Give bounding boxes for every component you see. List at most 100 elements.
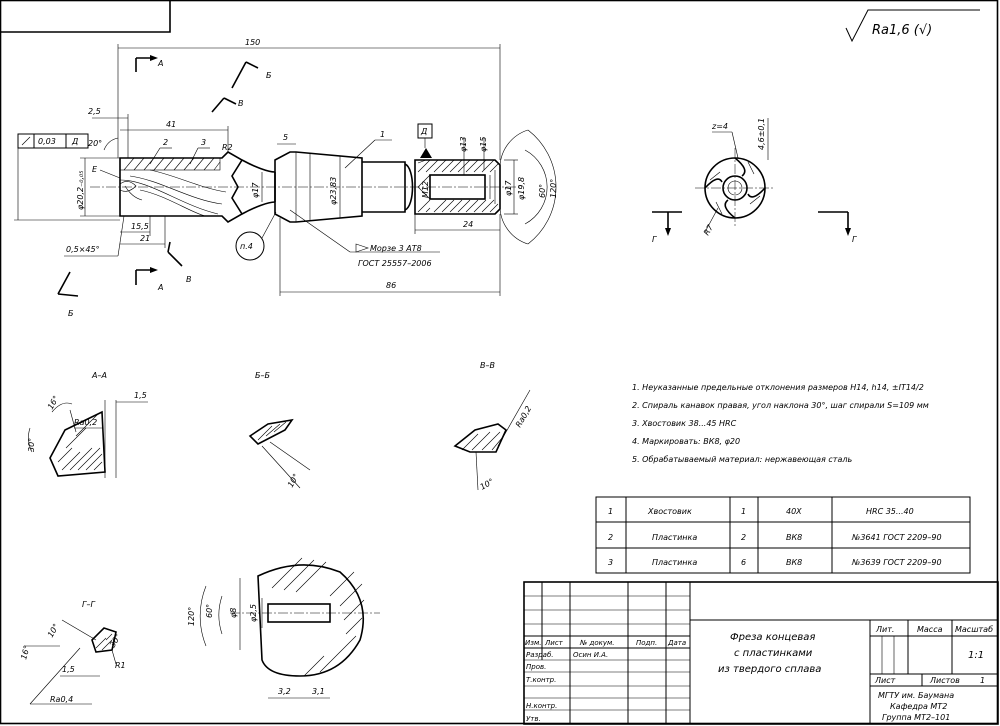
note-3: 3. Хвостовик 38...45 HRC <box>632 419 737 428</box>
aa-dim-1-5: 1,5 <box>134 391 147 400</box>
dim-phi20-2: φ20,2₋₀,₀₅ <box>76 171 85 210</box>
note-5: 5. Обрабатываемый материал: нержавеющая … <box>632 455 852 464</box>
base-d-label: Д <box>420 127 427 136</box>
tb-org3: Группа МТ2–101 <box>882 713 950 722</box>
cut-b-top: Б <box>266 71 272 80</box>
note-1: 1. Неуказанные предельные отклонения раз… <box>632 383 924 392</box>
gg-dim-30: 30° <box>108 632 123 649</box>
aa-dim-30: 30° <box>27 438 36 452</box>
section-bb-title: Б–Б <box>255 371 270 380</box>
cut-g-left: Г <box>652 235 657 244</box>
dim-5: 5 <box>283 133 288 142</box>
vv-dim-10: 10° <box>479 477 496 492</box>
cut-markers: А А Б Б В В <box>57 55 272 318</box>
roughness-symbol: Ra1,6 (√) <box>845 9 980 43</box>
dim-21: 21 <box>140 234 150 243</box>
cut-v-bottom: В <box>186 275 192 284</box>
parts-row2-name: Пластинка <box>652 533 697 542</box>
morse-label: Морзе 3 АТ8 <box>370 244 422 253</box>
detail-dim-60: 60° <box>205 604 214 618</box>
pos-2: 2 <box>163 138 168 147</box>
end-view: Г Г z=4 4,6±0,1 R7 <box>652 118 857 244</box>
parts-row1-name: Хвостовик <box>647 507 692 516</box>
tb-org1: МГТУ им. Баумана <box>878 691 954 700</box>
tb-razrab: Разраб. <box>526 651 554 659</box>
parts-row3-pos: 3 <box>608 558 613 567</box>
detail-dim-120: 120° <box>187 607 196 626</box>
tolerance-base: Д <box>71 137 78 146</box>
section-vv: В–В Ra0,2 10° <box>453 361 533 492</box>
base-e-label: Е <box>92 165 98 174</box>
tb-list-lbl: Лист <box>874 676 896 685</box>
section-gg-title: Г–Г <box>82 600 95 609</box>
tb-hdr-list: Лист <box>544 639 564 647</box>
parts-row1-note: HRC 35...40 <box>866 507 914 516</box>
tb-masshtab: Масштаб <box>955 625 993 634</box>
tb-razrab-name: Осин И.А. <box>573 651 608 659</box>
title-block: Изм. Лист № докум. Подп. Дата Разраб. Ос… <box>523 581 999 725</box>
cut-b-bottom: Б <box>68 309 74 318</box>
tb-tkontr: Т.контр. <box>526 676 556 684</box>
aa-ra: Ra0,2 <box>74 418 97 427</box>
parts-row1-qty: 1 <box>741 507 746 516</box>
dim-phi17-right: φ17 <box>504 180 513 196</box>
morse-gost: ГОСТ 25557–2006 <box>358 259 432 268</box>
vv-ra: Ra0,2 <box>514 404 533 429</box>
section-aa-title: А–А <box>91 371 107 380</box>
dim-150: 150 <box>245 38 260 47</box>
dim-phi15: φ15 <box>479 137 488 152</box>
tb-prov: Пров. <box>526 663 546 671</box>
main-view: Д 150 41 2,5 20° 5 R2 φ20,2₋₀,₀₅ Е φ17 <box>14 38 558 318</box>
cut-v-top: В <box>238 99 244 108</box>
tb-hdr-doc: № докум. <box>579 639 615 647</box>
parts-row1-material: 40Х <box>786 507 802 516</box>
tb-name-line1: Фреза концевая <box>730 632 815 643</box>
parts-row2-note: №3641 ГОСТ 2209–90 <box>851 533 942 542</box>
tb-hdr-izm: Изм. <box>525 639 541 647</box>
gg-r1: R1 <box>115 661 126 670</box>
parts-row3-note: №3639 ГОСТ 2209–90 <box>851 558 942 567</box>
roughness-text: Ra1,6 (√) <box>872 23 932 38</box>
detail-view: 120° 60° φ8 φ2,5 3,2 3,1 <box>187 557 380 699</box>
parts-row2-qty: 2 <box>741 533 746 542</box>
callout-p4: п.4 <box>240 242 253 251</box>
technical-notes: 1. Неуказанные предельные отклонения раз… <box>632 383 929 464</box>
dim-2-5: 2,5 <box>88 107 101 116</box>
parts-row1-pos: 1 <box>608 507 613 516</box>
dim-r2: R2 <box>222 143 233 152</box>
parts-row2-material: ВК8 <box>786 533 802 542</box>
dim-phi17: φ17 <box>251 182 260 198</box>
gg-dim-16: 16° <box>19 644 31 660</box>
dim-phi23-83: φ23,83 <box>329 177 338 205</box>
parts-row3-name: Пластинка <box>652 558 697 567</box>
note-4: 4. Маркировать: ВК8, φ20 <box>632 437 740 446</box>
section-vv-title: В–В <box>480 361 495 370</box>
dim-4-6: 4,6±0,1 <box>757 118 766 150</box>
aa-dim-16: 16° <box>46 394 61 411</box>
dim-15-5: 15,5 <box>131 222 149 231</box>
tb-lit: Лит. <box>875 625 894 634</box>
dim-phi19-8: φ19,8 <box>517 177 526 200</box>
section-gg: Г–Г 10° 16° 30° 1,5 R1 Ra0,4 <box>19 600 126 705</box>
tb-name-line2: с пластинками <box>734 648 813 659</box>
dim-86: 86 <box>386 281 396 290</box>
dim-24: 24 <box>463 220 473 229</box>
dim-r7: R7 <box>702 222 716 237</box>
tb-scale: 1:1 <box>968 650 984 661</box>
cut-a-bottom: А <box>157 283 163 292</box>
parts-row3-qty: 6 <box>741 558 746 567</box>
parts-row3-material: ВК8 <box>786 558 802 567</box>
tb-hdr-data: Дата <box>667 639 686 647</box>
tb-org2: Кафедра МТ2 <box>890 702 947 711</box>
dim-41: 41 <box>166 120 176 129</box>
gg-dim-1-5: 1,5 <box>62 665 75 674</box>
detail-dim-3-1: 3,1 <box>312 687 325 696</box>
gg-dim-10: 10° <box>46 622 61 639</box>
tb-hdr-podp: Подп. <box>636 639 657 647</box>
gg-ra: Ra0,4 <box>50 695 73 704</box>
tb-listov-lbl: Листов <box>929 676 960 685</box>
parts-table: 1 Хвостовик 1 40Х HRC 35...40 2 Пластинк… <box>595 496 971 574</box>
dim-120deg: 120° <box>549 179 558 198</box>
